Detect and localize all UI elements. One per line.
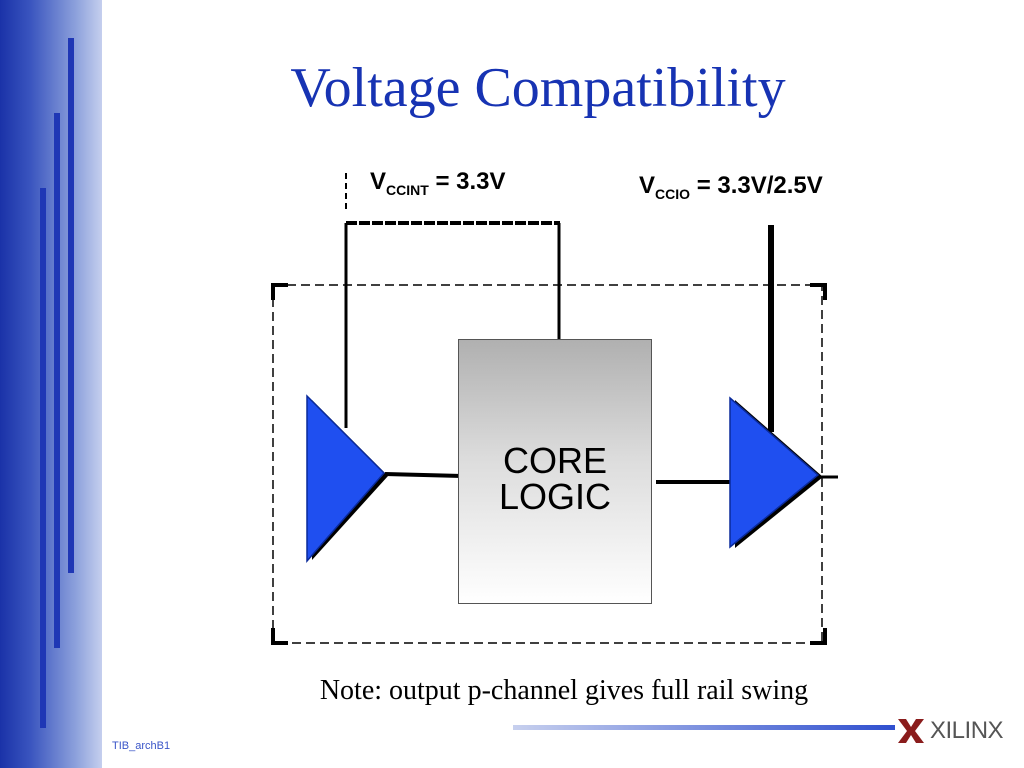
- side-decoration-bar: [54, 113, 60, 648]
- vccio-subscript: CCIO: [655, 186, 691, 202]
- boundary-corner-bracket: [271, 628, 288, 645]
- chip-boundary: [272, 284, 823, 644]
- vccio-symbol: V: [639, 172, 656, 199]
- footer-code: TIB_archB1: [112, 740, 171, 752]
- output-buffer: [729, 396, 820, 549]
- vccint-value: = 3.3V: [435, 168, 506, 195]
- side-decoration-bar: [40, 188, 46, 728]
- boundary-corner-bracket: [810, 283, 827, 300]
- vccint-symbol: V: [370, 168, 387, 195]
- xilinx-x-icon: [898, 719, 924, 743]
- vccio-value: = 3.3V/2.5V: [696, 172, 823, 199]
- core-logic-label: CORE LOGIC: [458, 443, 652, 515]
- input-signal-wire: [384, 472, 463, 478]
- boundary-corner-bracket: [810, 628, 827, 645]
- footer-divider: [513, 725, 895, 730]
- side-decoration-bar: [68, 38, 74, 573]
- logo-text: XILINX: [930, 717, 1004, 744]
- core-label-line2: LOGIC: [498, 476, 612, 517]
- input-buffer: [306, 394, 386, 563]
- side-decoration-band: [0, 0, 102, 768]
- boundary-corner-bracket: [271, 283, 288, 300]
- core-logic-block: [458, 339, 652, 604]
- xilinx-logo: XILINX: [896, 714, 1004, 748]
- vccint-label: VCCINT = 3.3V: [370, 168, 506, 204]
- slide-title: Voltage Compatibility: [290, 57, 786, 119]
- slide-note: Note: output p-channel gives full rail s…: [319, 675, 809, 706]
- vccio-label: VCCIO = 3.3V/2.5V: [639, 172, 823, 208]
- vccint-subscript: CCINT: [386, 182, 429, 198]
- core-label-line1: CORE: [502, 440, 607, 481]
